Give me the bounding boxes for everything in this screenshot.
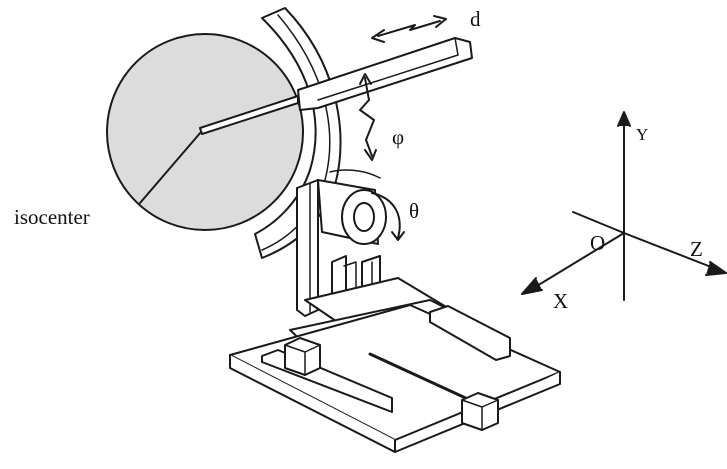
support-column xyxy=(296,179,319,317)
isocenter-pointer xyxy=(139,131,202,204)
label-axis-y: Y xyxy=(636,125,648,144)
rotation-cylinder xyxy=(317,169,387,245)
coordinate-axes xyxy=(521,111,727,301)
label-axis-z: Z xyxy=(690,237,703,261)
d-arrow xyxy=(371,15,447,43)
phi-arrow xyxy=(359,73,377,161)
block-left xyxy=(284,337,321,376)
arc-gantry-inner-edge xyxy=(261,14,331,251)
label-axis-x: X xyxy=(553,289,568,313)
label-isocenter: isocenter xyxy=(14,205,90,229)
label-origin: O xyxy=(590,231,605,255)
rail-right xyxy=(429,305,511,361)
label-phi: φ xyxy=(392,125,404,149)
base-platform xyxy=(229,304,561,441)
block-right xyxy=(461,392,499,431)
lead-screw xyxy=(368,352,472,402)
label-d: d xyxy=(470,7,481,31)
label-theta: θ xyxy=(409,199,419,223)
theta-arrow xyxy=(371,192,405,241)
